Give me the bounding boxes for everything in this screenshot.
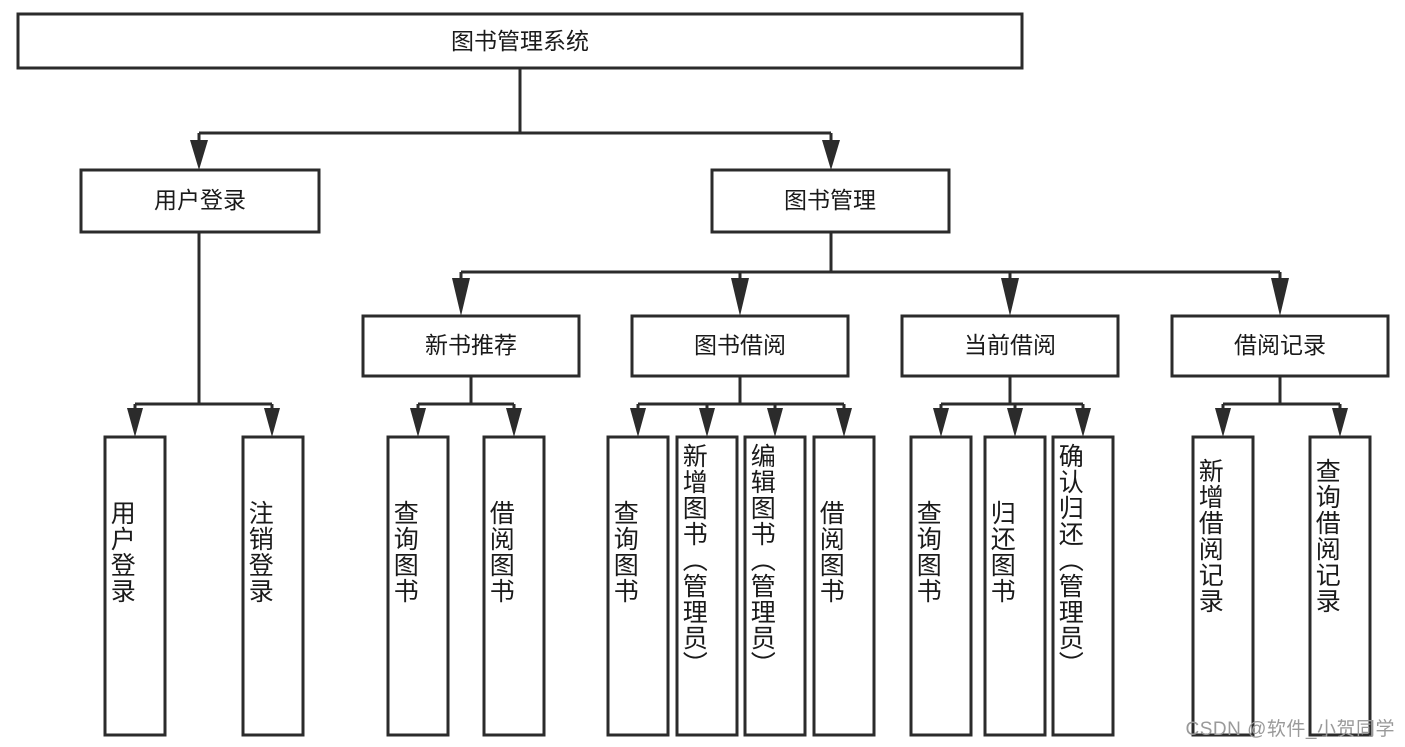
node-borrow-record[interactable]: 借阅记录: [1170, 314, 1390, 378]
arrow-head-icon-currentborrow: [1001, 278, 1019, 316]
leaf-box-confirm-return-admin[interactable]: [1051, 435, 1115, 737]
leaf-box-logout-login[interactable]: [241, 435, 305, 737]
node-book-management[interactable]: 图书管理: [710, 168, 951, 234]
arrow-head-icon-leaf-10: [1007, 408, 1023, 437]
leaf-box-edit-book-admin[interactable]: [743, 435, 807, 737]
node-root-label: 图书管理系统: [451, 28, 589, 54]
arrow-head-icon-bookmgmt: [822, 140, 840, 170]
leaf-box-borrow-book-bb[interactable]: [812, 435, 876, 737]
arrow-head-icon-borrowbook: [731, 278, 749, 316]
arrow-head-icon-leaf-7: [767, 408, 783, 437]
arrow-head-icon-leaf-8: [836, 408, 852, 437]
node-user-login-label: 用户登录: [154, 187, 246, 213]
node-current-borrow-label: 当前借阅: [964, 332, 1056, 358]
arrow-head-icon-leaf-5: [630, 408, 646, 437]
node-user-login-box[interactable]: [79, 168, 321, 234]
node-book-borrow[interactable]: 图书借阅: [630, 314, 850, 378]
arrow-head-icon-leaf-9: [933, 408, 949, 437]
arrow-head-icon-leaf-2: [264, 408, 280, 437]
node-user-login[interactable]: 用户登录: [79, 168, 321, 234]
leaf-box-query-borrow-record[interactable]: [1308, 435, 1372, 737]
leaf-box-query-book-nb[interactable]: [386, 435, 450, 737]
node-book-management-box[interactable]: [710, 168, 951, 234]
arrow-head-icon-userlogin: [190, 140, 208, 170]
arrow-head-icon-borrowrecord: [1271, 278, 1289, 316]
node-new-book-recommend-label: 新书推荐: [425, 332, 517, 358]
node-current-borrow-box[interactable]: [900, 314, 1120, 378]
leaf-box-borrow-book-nb[interactable]: [482, 435, 546, 737]
leaf-box-add-book-admin[interactable]: [675, 435, 739, 737]
arrow-head-icon-leaf-13: [1332, 408, 1348, 437]
node-root[interactable]: 图书管理系统: [16, 12, 1024, 70]
leaf-box-add-borrow-record[interactable]: [1191, 435, 1255, 737]
node-current-borrow[interactable]: 当前借阅: [900, 314, 1120, 378]
node-book-management-label: 图书管理: [784, 187, 876, 213]
node-root-box[interactable]: [16, 12, 1024, 70]
leaf-box-query-book-cb[interactable]: [909, 435, 973, 737]
csdn-watermark: CSDN @软件_小贺同学: [1185, 719, 1395, 740]
node-new-book-recommend-box[interactable]: [361, 314, 581, 378]
arrow-head-icon-leaf-4: [506, 408, 522, 437]
arrow-head-icon-newbook: [452, 278, 470, 316]
node-book-borrow-box[interactable]: [630, 314, 850, 378]
node-book-borrow-label: 图书借阅: [694, 332, 786, 358]
leaf-box-return-book[interactable]: [983, 435, 1047, 737]
node-borrow-record-box[interactable]: [1170, 314, 1390, 378]
node-new-book-recommend[interactable]: 新书推荐: [361, 314, 581, 378]
arrow-head-icon-leaf-1: [127, 408, 143, 437]
arrow-head-icon-leaf-3: [410, 408, 426, 437]
connector-group: [127, 68, 1348, 437]
leaf-box-group: [103, 435, 1372, 737]
arrow-head-icon-leaf-12: [1215, 408, 1231, 437]
leaf-box-query-book-bb[interactable]: [606, 435, 670, 737]
arrow-head-icon-leaf-6: [699, 408, 715, 437]
arrow-head-icon-leaf-11: [1075, 408, 1091, 437]
node-borrow-record-label: 借阅记录: [1234, 332, 1326, 358]
leaf-box-user-login[interactable]: [103, 435, 167, 737]
